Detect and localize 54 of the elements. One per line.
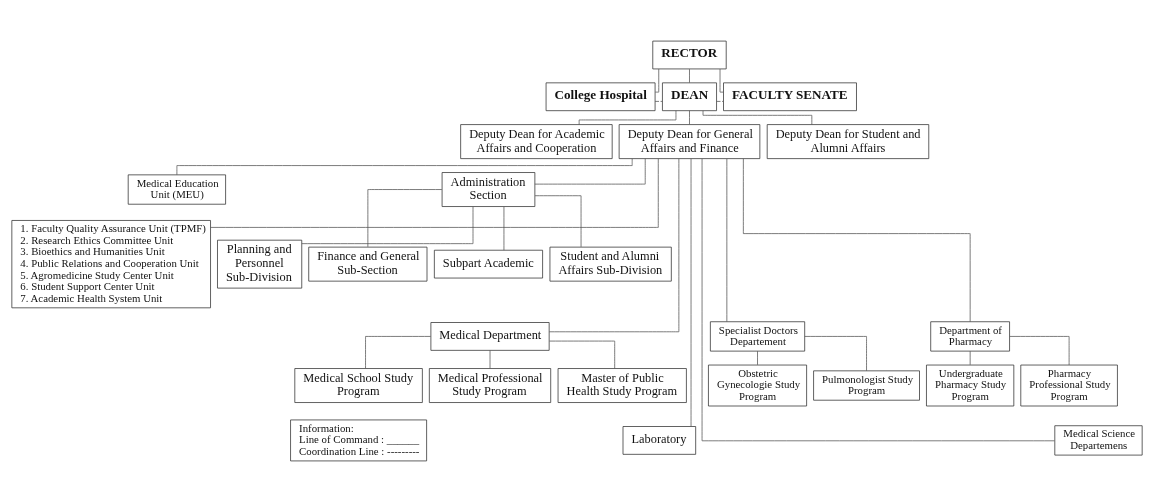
connector [716,101,724,102]
connector [301,206,474,245]
connector [654,68,660,93]
connector [534,195,582,248]
node-box: Pulmonologist Study Program [813,370,920,401]
node-box: Subpart Academic [433,249,543,279]
node-box: Planning and Personnel Sub-Division [217,239,303,289]
connector [969,350,971,366]
node-box: 1. Faculty Quality Assurance Unit (TPMF) 2. Research Ethics Committee Unit 3. Bioethics and Humanities Unit 4. Public Relations and Cooperation Unit 5. Agromedicine Study Center Unit 6. Student Support Center Unit 7. Academic Health System Unit [11,220,211,309]
connector [534,158,646,185]
node-box: Medical Science Departemens [1054,425,1143,456]
connector [689,68,690,84]
node-box: Deputy Dean for Student and Alumni Affairs [766,124,930,159]
node-box: RECTOR [652,40,727,70]
node-box: Student and Alumni Affairs Sub-Division [549,246,672,282]
node-box: Deputy Dean for Academic Affairs and Cooperation [460,124,613,159]
connector [489,350,491,369]
connector [367,189,443,248]
connector [503,206,505,251]
connector [549,340,616,369]
connector [757,350,758,366]
connector [176,158,633,176]
connector [690,158,692,427]
connector [719,68,724,93]
node-box: Master of Public Health Study Program [557,368,687,403]
node-box: Department of Pharmacy [930,321,1010,352]
node-box: Medical Education Unit (MEU) [127,174,226,205]
node-box: Administration Section [441,172,536,207]
node-box: College Hospital [545,82,656,112]
connector [742,158,971,323]
node-box: DEAN [662,82,717,112]
connector [654,101,663,102]
node-box: Undergraduate Pharmacy Study Program [926,364,1015,407]
connector [726,158,728,322]
connector [1009,336,1070,366]
node-box: Obstetric Gynecologie Study Program [708,364,807,407]
node-box: Medical School Study Program [294,368,423,403]
connector [365,336,432,369]
connector [804,336,867,372]
connector [701,158,1055,442]
node-box: Medical Professional Study Program [428,368,552,403]
node-box: Specialist Doctors Departement [710,321,806,352]
node-box: FACULTY SENATE [723,82,857,112]
node-box: Information: Line of Command : ______ Coordination Line : --------- [290,419,427,462]
node-box: Finance and General Sub-Section [308,246,428,282]
connector [210,158,659,228]
node-box: Pharmacy Professional Study Program [1020,364,1118,407]
node-box: Medical Department [430,322,550,351]
connector [702,110,813,125]
connector [578,110,677,125]
connector [548,158,680,333]
connector [689,110,690,125]
node-box: Laboratory [622,426,697,455]
node-box: Deputy Dean for General Affairs and Finance [618,124,761,159]
